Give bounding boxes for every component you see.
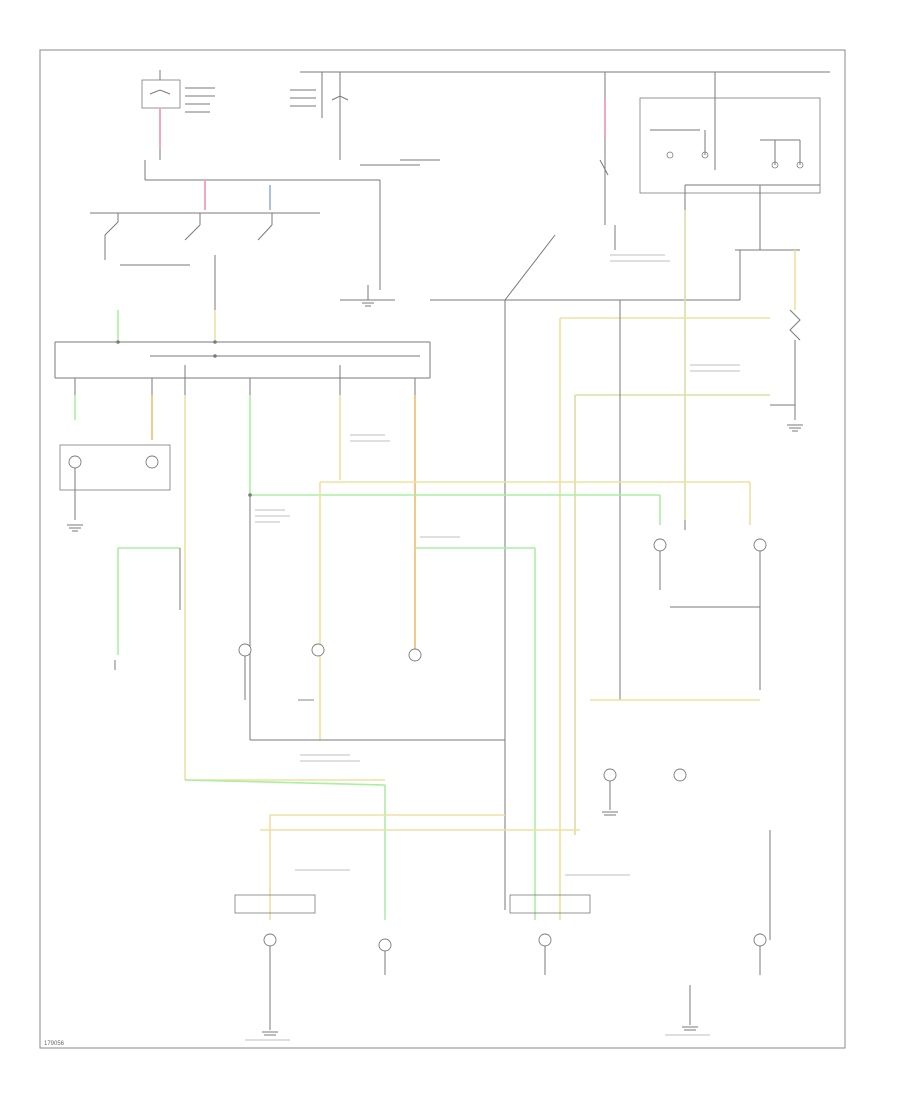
right-top-branch xyxy=(430,159,820,920)
distribution-bus xyxy=(54,310,431,780)
diagram-frame xyxy=(39,49,846,1049)
label-ticks xyxy=(245,254,740,1041)
lower-middle xyxy=(184,768,771,940)
left-indicator-bulbs xyxy=(59,444,181,670)
right-bulbs xyxy=(590,538,767,701)
green-bus xyxy=(248,481,751,920)
top-power-section xyxy=(90,70,830,310)
mid-bulbs xyxy=(238,643,422,701)
diagram-code: 179056 xyxy=(44,1041,65,1047)
bottom-lamps xyxy=(234,894,767,1036)
